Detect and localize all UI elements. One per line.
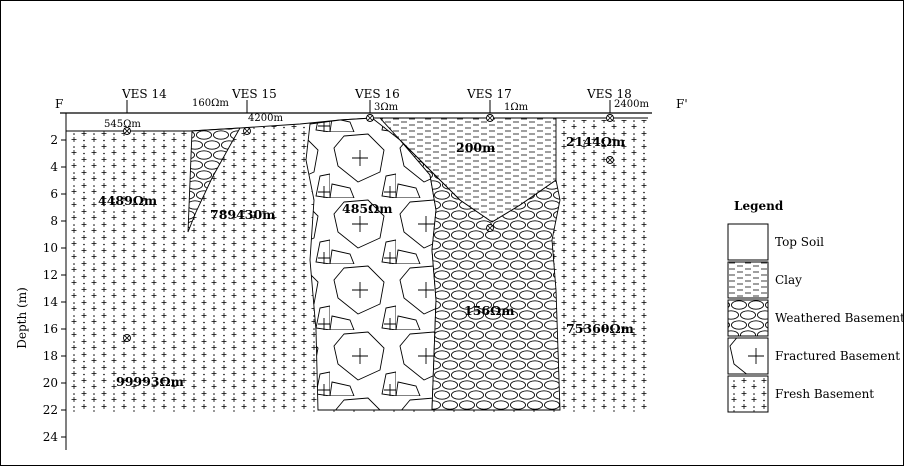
ves-marker bbox=[124, 335, 131, 342]
legend-item: Fractured Basement bbox=[728, 338, 900, 374]
ves14-label: VES 14 bbox=[121, 87, 167, 101]
ves14-surface-res: 545Ωm bbox=[104, 119, 141, 130]
depth-tick-label: 12 bbox=[43, 268, 58, 282]
ves-marker bbox=[487, 115, 494, 122]
ves15-surface-res: 4200m bbox=[248, 113, 283, 124]
fresh-right-res: 75360Ωm bbox=[566, 321, 634, 336]
clay-res: 200m bbox=[456, 140, 495, 155]
depth-axis-label: Depth (m) bbox=[15, 287, 29, 349]
ves-marker bbox=[607, 157, 614, 164]
ves-marker bbox=[487, 225, 494, 232]
legend-item: Clay bbox=[728, 262, 802, 298]
ves15-label: VES 15 bbox=[231, 87, 277, 101]
depth-tick-label: 4 bbox=[50, 160, 58, 174]
fresh-left-res: 4489Ωm bbox=[98, 193, 157, 208]
ves17-label: VES 17 bbox=[466, 87, 512, 101]
depth-tick-label: 6 bbox=[50, 187, 58, 201]
legend-item: Weathered Basement bbox=[728, 300, 904, 336]
legend-swatch bbox=[728, 224, 768, 260]
ves15-upper-res: 160Ωm bbox=[192, 98, 229, 109]
ves-marker bbox=[607, 115, 614, 122]
fresh-bottom-res: 99993Ωm bbox=[116, 374, 184, 389]
depth-tick-label: 18 bbox=[43, 349, 58, 363]
legend-label: Top Soil bbox=[775, 235, 824, 249]
ves18-top-res: 2144Ωm bbox=[566, 134, 625, 149]
legend-item: Top Soil bbox=[728, 224, 824, 260]
ves17-surface-res: 1Ωm bbox=[504, 102, 529, 113]
legend-title: Legend bbox=[734, 199, 784, 213]
depth-tick-label: 8 bbox=[50, 214, 58, 228]
depth-tick-label: 20 bbox=[43, 376, 58, 390]
legend-label: Fractured Basement bbox=[775, 349, 900, 363]
depth-tick-label: 24 bbox=[43, 430, 59, 444]
fractured-basement-layer bbox=[306, 118, 436, 410]
ves18-surface-res: 2400m bbox=[614, 99, 649, 110]
ves16-surface-res: 3Ωm bbox=[374, 102, 399, 113]
depth-tick-label: 10 bbox=[43, 241, 58, 255]
ves-marker bbox=[244, 128, 251, 135]
weathered-res: 156Ωm bbox=[464, 303, 514, 318]
fractured-res: 485Ωm bbox=[342, 201, 392, 216]
section-end-label: F' bbox=[676, 97, 688, 111]
legend-swatch bbox=[728, 338, 768, 374]
legend-swatch bbox=[728, 376, 768, 412]
ves-marker bbox=[367, 115, 374, 122]
depth-tick-label: 22 bbox=[43, 403, 58, 417]
ves16-label: VES 16 bbox=[354, 87, 400, 101]
legend-swatch bbox=[728, 262, 768, 298]
legend-item: Fresh Basement bbox=[728, 376, 874, 412]
depth-tick-label: 2 bbox=[50, 133, 58, 147]
legend-label: Weathered Basement bbox=[775, 311, 904, 325]
section-start-label: F bbox=[55, 97, 63, 111]
legend-swatch bbox=[728, 300, 768, 336]
legend-label: Clay bbox=[775, 273, 802, 287]
fresh-ves15-res: 789430m bbox=[210, 207, 275, 222]
depth-tick-label: 14 bbox=[43, 295, 59, 309]
legend-label: Fresh Basement bbox=[775, 387, 874, 401]
depth-tick-label: 16 bbox=[43, 322, 58, 336]
